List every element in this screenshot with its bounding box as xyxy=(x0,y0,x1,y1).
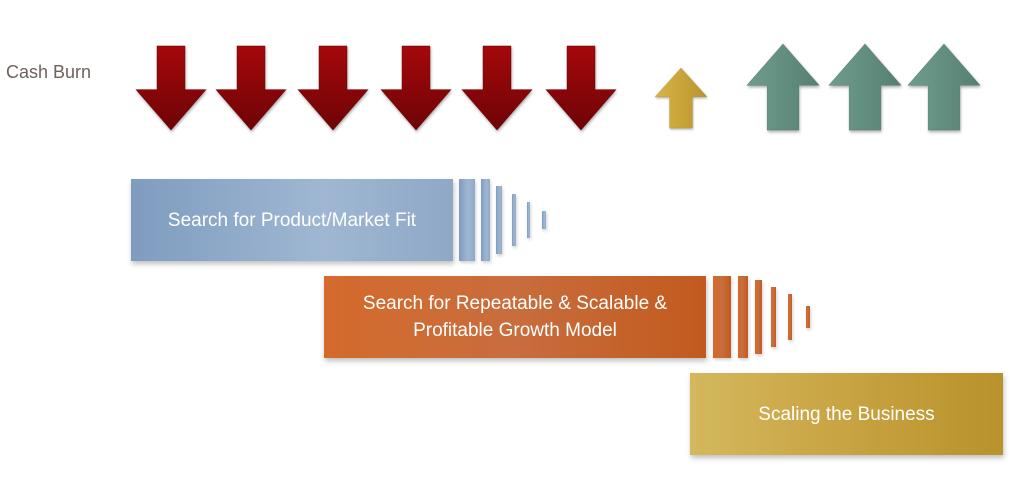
phase-growth-model: Search for Repeatable & Scalable & Profi… xyxy=(324,276,706,358)
down-arrow-icon xyxy=(215,45,287,131)
down-arrow-icon xyxy=(135,45,207,131)
trail-stripe xyxy=(481,179,490,261)
trail-stripe xyxy=(459,179,475,261)
trail-stripe xyxy=(512,194,516,246)
down-arrow-icon xyxy=(297,45,369,131)
phase-growth-model-label: Search for Repeatable & Scalable & Profi… xyxy=(362,293,668,341)
cash-burn-label: Cash Burn xyxy=(6,62,92,82)
trail-stripe xyxy=(771,287,776,347)
trail-stripe xyxy=(755,280,762,354)
up-arrow-icon xyxy=(907,43,981,131)
trail-stripe xyxy=(788,294,792,340)
trail-stripe xyxy=(527,202,530,238)
up-arrow-icon xyxy=(828,43,902,131)
down-arrow-icon xyxy=(461,45,533,131)
trail-stripe xyxy=(713,276,731,358)
phase-product-market-fit-label: Search for Product/Market Fit xyxy=(167,209,417,231)
trail-stripe xyxy=(496,186,502,254)
small-up-arrow-icon xyxy=(654,67,708,129)
up-arrow-icon xyxy=(746,43,820,131)
trail-stripe xyxy=(738,276,748,358)
down-arrow-icon xyxy=(545,45,617,131)
phase-scaling-label: Scaling the Business xyxy=(758,403,935,425)
down-arrow-icon xyxy=(380,45,452,131)
trail-stripe xyxy=(542,211,546,229)
phase-scaling: Scaling the Business xyxy=(690,373,1003,455)
trail-stripe xyxy=(806,306,810,328)
phase-product-market-fit: Search for Product/Market Fit xyxy=(131,179,453,261)
